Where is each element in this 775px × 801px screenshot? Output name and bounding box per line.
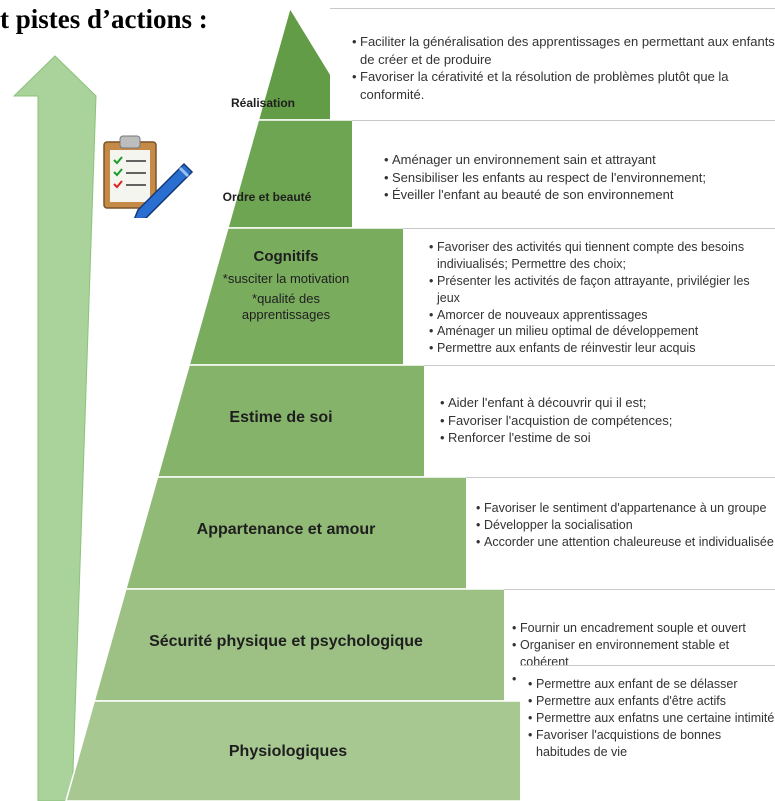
action-item: Aider l'enfant à découvrir qui il est; [440, 394, 775, 412]
action-list: Faciliter la généralisation des apprenti… [352, 33, 775, 103]
tier-label: Ordre et beauté [222, 190, 312, 205]
action-item: Favoriser l'acquistion de compétences; [440, 412, 775, 430]
action-item: Favoriser des activités qui tiennent com… [429, 239, 775, 273]
tier-actions-box: Favoriser des activités qui tiennent com… [403, 228, 775, 365]
action-item: Éveiller l'enfant au beauté de son envir… [384, 186, 775, 204]
tier-label: Estime de soi [175, 408, 387, 428]
clipboard-checklist-pen-icon [103, 135, 194, 218]
action-list: Aider l'enfant à découvrir qui il est;Fa… [440, 394, 775, 447]
action-item: Permettre aux enfants d'être actifs [528, 693, 775, 710]
action-item: Aménager un environnement sain et attray… [384, 151, 775, 169]
tier-label: Appartenance et amour [130, 520, 442, 540]
tier-title: Sécurité physique et psychologique [149, 633, 423, 650]
tier-label: Cognitifs *susciter la motivation *qualité… [216, 248, 356, 324]
tier-actions-box: Aménager un environnement sain et attray… [352, 120, 775, 228]
action-item: Favoriser l'acquistions de bonnes habitu… [528, 727, 775, 761]
tier-actions-box: Faciliter la généralisation des apprenti… [330, 8, 775, 120]
action-item: Fournir un encadrement souple et ouvert [512, 620, 775, 637]
action-item: Développer la socialisation [476, 517, 775, 534]
action-item: Accorder une attention chaleureuse et in… [476, 534, 775, 551]
tier-label: Physiologiques [160, 742, 416, 762]
action-list: Favoriser des activités qui tiennent com… [429, 239, 775, 357]
up-arrow-icon [12, 55, 97, 801]
tier-title: Estime de soi [229, 409, 333, 426]
action-item: Favoriser la cérativité et la résolution… [352, 68, 775, 103]
tier-title: Appartenance et amour [196, 521, 376, 538]
tier-actions-box: Aider l'enfant à découvrir qui il est;Fa… [424, 365, 775, 477]
action-item: Amorcer de nouveaux apprentissages [429, 307, 775, 324]
tier-label: Sécurité physique et psychologique [110, 632, 462, 652]
page-heading: t pistes d’actions : [0, 4, 208, 34]
action-item: Renforcer l'estime de soi [440, 429, 775, 447]
action-item: Aménager un milieu optimal de développem… [429, 323, 775, 340]
tier-subtitle: *susciter la motivation [222, 270, 350, 286]
tier-title: Ordre et beauté [222, 190, 312, 204]
action-list: Permettre aux enfant de se délasserPerme… [528, 676, 775, 760]
tier-title: Cognitifs [253, 248, 319, 265]
tier-actions-box: Permettre aux enfant de se délasserPerme… [520, 665, 775, 801]
action-item: Présenter les activités de façon attraya… [429, 273, 775, 307]
action-list: Aménager un environnement sain et attray… [384, 151, 775, 204]
tier-subtitle: *qualité des apprentissages [241, 291, 331, 323]
tier-title: Physiologiques [228, 743, 348, 760]
action-item: Faciliter la généralisation des apprenti… [352, 33, 775, 68]
action-item: Permettre aux enfants de réinvestir leur… [429, 340, 775, 357]
action-item: Permettre aux enfant de se délasser [528, 676, 775, 693]
tier-label: Réalisation [220, 96, 306, 111]
tier-title: Réalisation [230, 96, 296, 110]
action-item: Permettre aux enfatns une certaine intim… [528, 710, 775, 727]
action-item: Favoriser le sentiment d'appartenance à … [476, 500, 775, 517]
action-item: Sensibiliser les enfants au respect de l… [384, 169, 775, 187]
tier-actions-box: Favoriser le sentiment d'appartenance à … [466, 477, 775, 589]
action-list: Favoriser le sentiment d'appartenance à … [476, 500, 775, 551]
